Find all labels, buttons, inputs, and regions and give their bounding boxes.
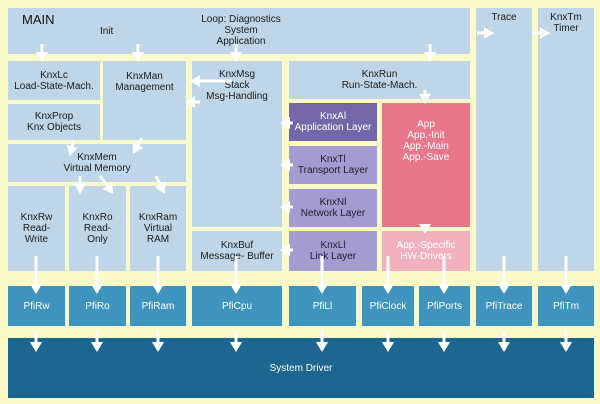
pfi-ll-box: PfiLl <box>289 286 356 326</box>
system-driver-box: System Driver <box>8 338 594 398</box>
trace-box: Trace <box>476 8 532 271</box>
pfi-ram-box: PfiRam <box>130 286 186 326</box>
pfi-tm-box: PfiTm <box>538 286 594 326</box>
pfi-cpu-box: PfiCpu <box>192 286 282 326</box>
pfi-trace-box: PfiTrace <box>476 286 532 326</box>
main-label: MAIN <box>22 12 55 27</box>
init-label: Init <box>100 26 114 37</box>
pfi-clock-box: PfiClock <box>362 286 414 326</box>
pfi-ro-box: PfiRo <box>69 286 126 326</box>
pfi-ports-box: PfiPorts <box>419 286 470 326</box>
pfi-rw-box: PfiRw <box>8 286 65 326</box>
